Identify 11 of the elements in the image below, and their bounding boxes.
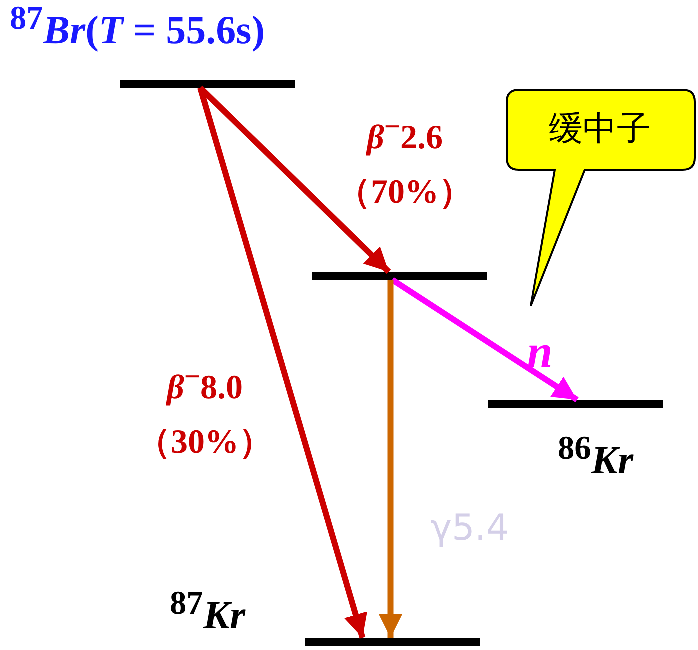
arrow — [390, 277, 579, 403]
edge-label: β$^{−}$8.0 （30%） — [136, 361, 274, 463]
arrow — [378, 280, 403, 638]
arrow — [198, 86, 392, 274]
edge-label: n — [526, 325, 554, 379]
arrow — [198, 87, 368, 639]
edge-label: β$^{−}$2.6 （70%） — [336, 111, 474, 213]
level-label: $^{87}$Kr — [170, 585, 247, 640]
level-label: $^{86}$Kr — [558, 430, 635, 484]
callout-text: 缓中子 — [548, 108, 652, 151]
level-label: $^{87}$Br(T = 55.6s) — [10, 0, 266, 54]
